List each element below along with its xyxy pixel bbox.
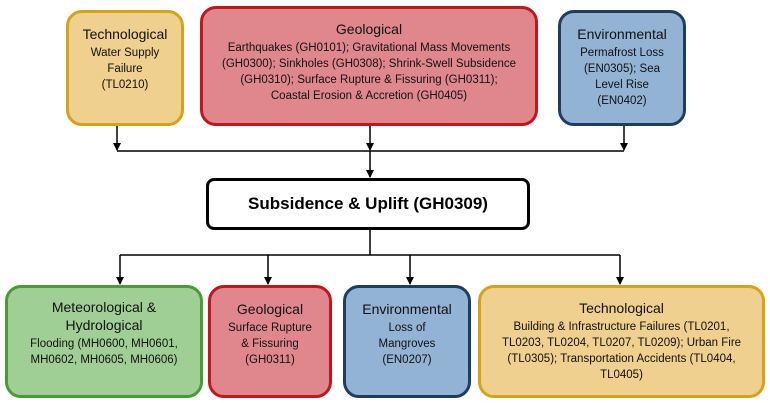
cause-item-line: Water Supply: [90, 47, 160, 59]
effect-box-geological: Geological Surface Rupture & Fissuring (…: [208, 285, 332, 398]
center-hazard-label: Subsidence & Uplift (GH0309): [248, 194, 488, 213]
effect-item-line: (TL0305); Transportation Accidents (TL04…: [507, 353, 736, 365]
cause-items: Earthquakes (GH0101); Gravitational Mass…: [222, 40, 516, 104]
cause-box-geological: Geological Earthquakes (GH0101); Gravita…: [200, 6, 538, 126]
effect-category-line: Hydrological: [65, 317, 143, 333]
effect-category: Meteorological & Hydrological: [52, 298, 156, 334]
cause-item-line: (EN0402): [597, 95, 647, 107]
effect-category-line: Meteorological &: [51, 299, 157, 315]
effect-item-line: MH0602, MH0605, MH0606): [30, 354, 178, 366]
cause-category: Geological: [335, 21, 403, 37]
effect-item-line: Mangroves: [378, 338, 436, 350]
cause-category: Environmental: [577, 26, 667, 42]
cause-item-line: (EN0305); Sea: [583, 63, 661, 75]
effect-item-line: Flooding (MH0600, MH0601,: [30, 338, 178, 350]
cause-item-line: Level Rise: [595, 79, 649, 91]
cause-item-line: Failure: [107, 63, 143, 75]
cause-item-line: Coastal Erosion & Accretion (GH0405): [270, 90, 468, 102]
effect-item-line: Building & Infrastructure Failures (TL02…: [513, 321, 730, 333]
effect-box-technological: Technological Building & Infrastructure …: [478, 285, 765, 398]
cause-item-line: Earthquakes (GH0101); Gravitational Mass…: [227, 42, 511, 54]
cause-box-technological: Technological Water Supply Failure (TL02…: [66, 10, 184, 126]
cause-items: Permafrost Loss (EN0305); Sea Level Rise…: [580, 45, 664, 109]
effect-items: Loss of Mangroves (EN0207): [379, 320, 436, 368]
effect-item-line: TL0405): [600, 369, 643, 381]
effect-category: Environmental: [362, 301, 452, 317]
effect-items: Flooding (MH0600, MH0601, MH0602, MH0605…: [30, 336, 178, 368]
cause-items: Water Supply Failure (TL0210): [91, 45, 160, 93]
cause-category: Technological: [82, 26, 168, 42]
effect-box-environmental: Environmental Loss of Mangroves (EN0207): [343, 285, 471, 398]
effect-item-line: & Fissuring: [241, 338, 299, 350]
cause-box-environmental: Environmental Permafrost Loss (EN0305); …: [558, 10, 686, 126]
effect-item-line: (GH0311): [245, 354, 295, 366]
effect-item-line: (EN0207): [382, 354, 432, 366]
effect-item-line: Loss of: [388, 322, 426, 334]
effect-box-meteorological: Meteorological & Hydrological Flooding (…: [5, 285, 203, 398]
cause-item-line: (TL0210): [101, 79, 149, 91]
cause-item-line: Permafrost Loss: [580, 47, 664, 59]
effect-category: Geological: [236, 301, 304, 317]
effect-category: Technological: [579, 300, 664, 316]
cause-item-line: (GH0300); Sinkholes (GH0308); Shrink-Swe…: [221, 58, 517, 70]
effect-items: Building & Infrastructure Failures (TL02…: [502, 319, 741, 383]
center-hazard-box: Subsidence & Uplift (GH0309): [206, 178, 530, 230]
effect-item-line: TL0203, TL0204, TL0207, TL0209); Urban F…: [501, 337, 742, 349]
cause-item-line: (GH0310); Surface Rupture & Fissuring (G…: [240, 74, 498, 86]
effect-item-line: Surface Rupture: [228, 322, 312, 334]
effect-items: Surface Rupture & Fissuring (GH0311): [228, 320, 312, 368]
